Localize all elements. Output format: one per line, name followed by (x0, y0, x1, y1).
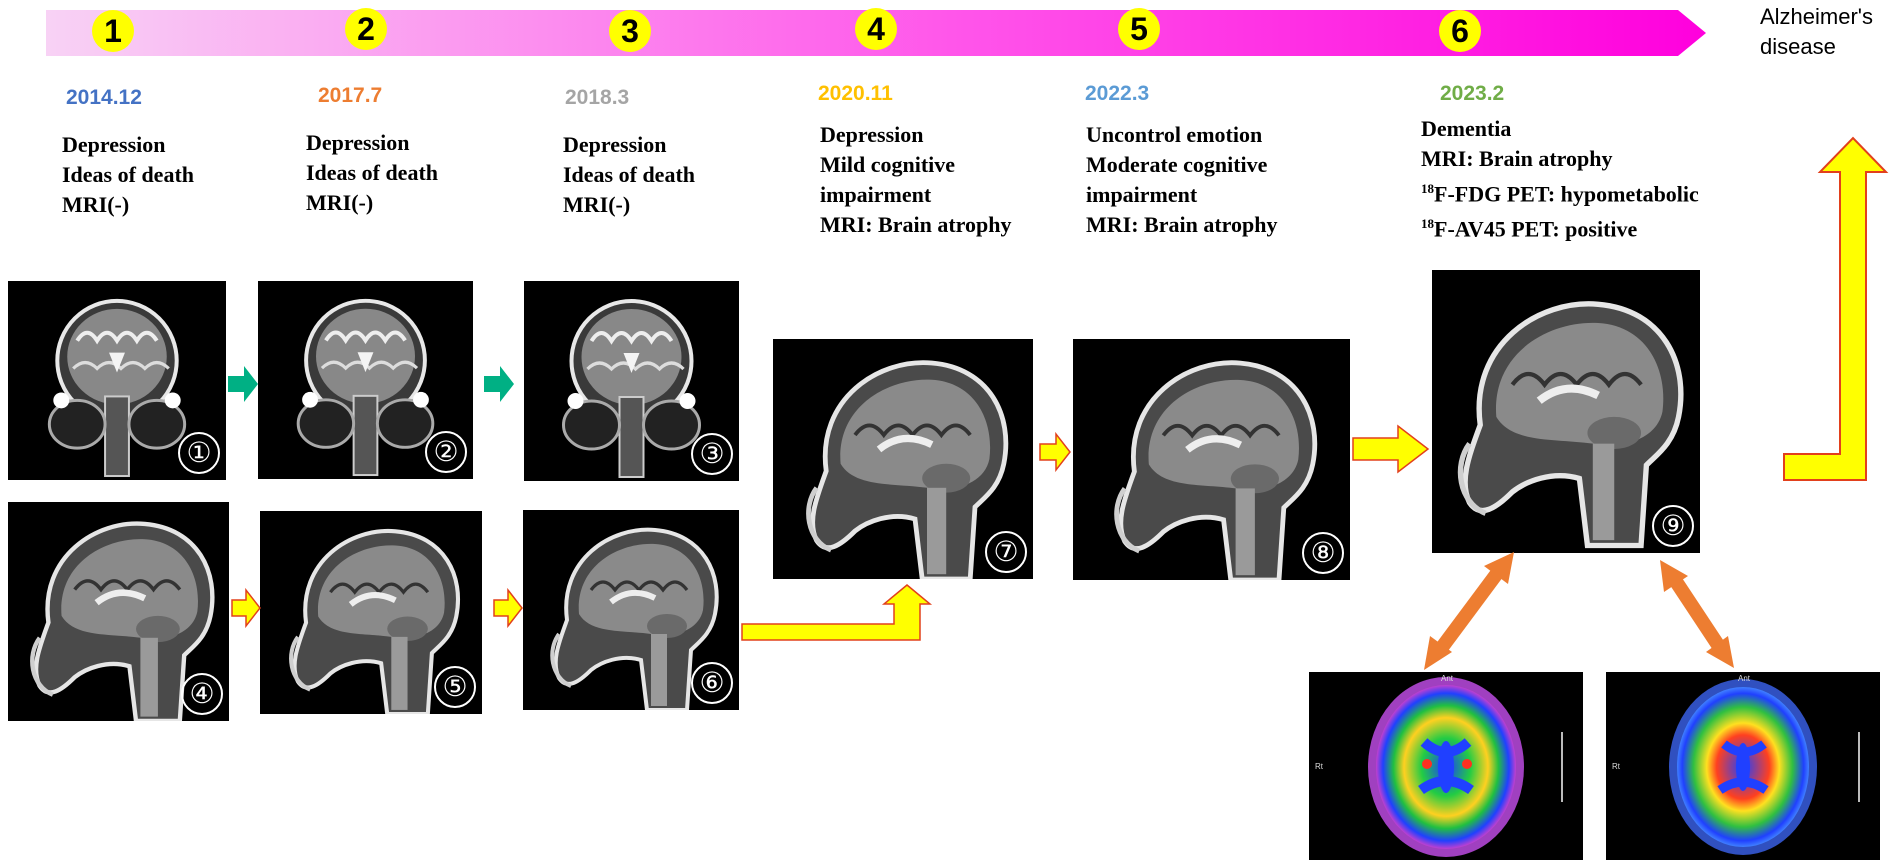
pet-line-text: F-FDG PET: hypometabolic (1434, 181, 1699, 207)
pet-line-text: F-AV45 PET: positive (1434, 216, 1638, 242)
stage-description-3: Depression Ideas of death MRI(-) (563, 130, 695, 220)
desc-line: 18F-AV45 PET: positive (1421, 209, 1699, 244)
yellow-arrow-icon (231, 587, 261, 629)
panel-number-4: ④ (181, 673, 223, 715)
desc-line: Depression (62, 132, 166, 157)
panel-number-9: ⑨ (1652, 505, 1694, 547)
panel-number-2: ② (425, 431, 467, 473)
superscript: 18 (1421, 216, 1434, 232)
desc-line: Ideas of death (306, 160, 439, 185)
stage-description-6: Dementia MRI: Brain atrophy 18F-FDG PET:… (1421, 114, 1699, 245)
stage-date-3: 2018.3 (565, 86, 630, 109)
desc-line: impairment (820, 182, 932, 207)
mri-sagittal-panel-8: ⑧ (1073, 339, 1350, 580)
av45-pet-scan: Ant Rt (1606, 672, 1880, 860)
stage-date-6: 2023.2 (1440, 82, 1505, 105)
mri-coronal-panel-2: ② (258, 281, 473, 479)
stage-date-1: 2014.12 (66, 86, 142, 109)
desc-line: Ideas of death (563, 162, 696, 187)
pet-side-label: Rt (1612, 762, 1620, 771)
stage-number-1: 1 (92, 10, 134, 52)
desc-line: impairment (1086, 182, 1198, 207)
yellow-arrow-icon (1352, 424, 1430, 474)
desc-line: MRI: Brain atrophy (1086, 212, 1278, 237)
yellow-arrow-icon (1039, 431, 1071, 473)
stage-description-2: Depression Ideas of death MRI(-) (306, 128, 438, 218)
mri-coronal-panel-1: ① (8, 281, 226, 480)
desc-line: MRI: Brain atrophy (820, 212, 1012, 237)
pet-side-label: Rt (1315, 762, 1323, 771)
yellow-arrow-icon (493, 587, 523, 629)
panel-number-8: ⑧ (1302, 532, 1344, 574)
stage-description-1: Depression Ideas of death MRI(-) (62, 130, 194, 220)
stage-number-3: 3 (609, 10, 651, 52)
stage-date-5: 2022.3 (1085, 82, 1150, 105)
desc-line: MRI(-) (306, 190, 374, 215)
pet-top-label: Ant (1738, 674, 1751, 683)
panel-number-3: ③ (691, 433, 733, 475)
pet-top-label: Ant (1441, 674, 1454, 683)
desc-line: Moderate cognitive (1086, 152, 1268, 177)
desc-line: Depression (820, 122, 924, 147)
panel-number-7: ⑦ (985, 531, 1027, 573)
desc-line: Mild cognitive (820, 152, 956, 177)
stage-date-4: 2020.11 (818, 82, 893, 105)
bidirectional-arrow-icon (1424, 552, 1514, 670)
desc-line: Uncontrol emotion (1086, 122, 1263, 147)
stage-description-5: Uncontrol emotion Moderate cognitive imp… (1086, 120, 1278, 240)
stage-description-4: Depression Mild cognitive impairment MRI… (820, 120, 1012, 240)
desc-line: 18F-FDG PET: hypometabolic (1421, 174, 1699, 209)
superscript: 18 (1421, 181, 1434, 196)
teal-arrow-icon (228, 366, 258, 402)
mri-coronal-panel-3: ③ (524, 281, 739, 481)
panel-number-1: ① (178, 432, 220, 474)
desc-line: MRI(-) (563, 192, 631, 217)
alzheimers-disease-label: Alzheimer's disease (1760, 4, 1874, 59)
stage-number-6: 6 (1439, 10, 1481, 52)
desc-line: Depression (306, 130, 410, 155)
stage-date-2: 2017.7 (318, 84, 383, 107)
mri-sagittal-panel-9: ⑨ (1432, 270, 1700, 553)
pet-brain-image (1368, 677, 1563, 857)
panel-number-6: ⑥ (691, 662, 733, 704)
elbow-arrow-icon (741, 584, 933, 641)
mri-sagittal-panel-4: ④ (8, 502, 229, 721)
stage-number-4: 4 (855, 8, 897, 50)
desc-line: Depression (563, 132, 667, 157)
pet-brain-image (1669, 679, 1860, 855)
stage-number-2: 2 (345, 8, 387, 50)
final-arrow-icon (1783, 136, 1889, 481)
desc-line: Dementia (1421, 116, 1512, 141)
bidirectional-arrow-icon (1660, 560, 1734, 668)
desc-line: MRI: Brain atrophy (1421, 146, 1613, 171)
stage-number-5: 5 (1118, 8, 1160, 50)
panel-number-5: ⑤ (434, 666, 476, 708)
fdg-pet-scan: Ant Rt (1309, 672, 1583, 860)
mri-sagittal-panel-5: ⑤ (260, 511, 482, 714)
desc-line: Ideas of death (62, 162, 195, 187)
desc-line: MRI(-) (62, 192, 130, 217)
mri-sagittal-panel-6: ⑥ (523, 510, 739, 710)
mri-sagittal-panel-7: ⑦ (773, 339, 1033, 579)
teal-arrow-icon (484, 366, 514, 402)
